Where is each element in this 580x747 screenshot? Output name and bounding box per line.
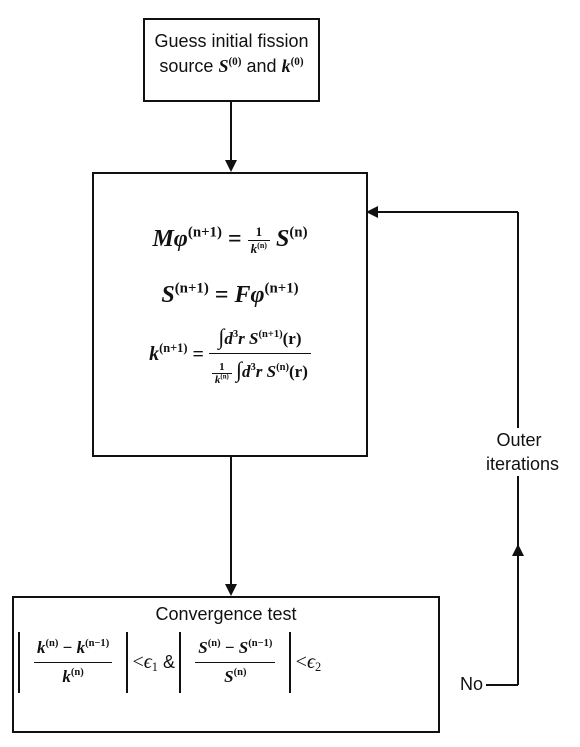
arrowhead-left <box>366 206 378 218</box>
k-convergence-term: k(n) − k(n−1) k(n) <box>18 632 129 693</box>
start-s0: S(0) <box>218 55 242 76</box>
arrowhead-down-1 <box>225 160 237 172</box>
outer-iterations-label: Outer iterations <box>486 428 560 476</box>
convergence-title: Convergence test <box>155 604 297 624</box>
arrowhead-up <box>512 544 524 556</box>
start-box: Guess initial fission source S(0) and k(… <box>143 18 320 102</box>
start-k0: k(0) <box>281 55 304 76</box>
start-and-text: and <box>246 56 277 76</box>
no-label: No <box>458 674 486 695</box>
equation-source: S(n+1) = Fφ(n+1) <box>161 280 299 308</box>
convergence-box: Convergence test k(n) − k(n−1) k(n) <ϵ1 … <box>12 596 440 733</box>
s-convergence-term: S(n) − S(n−1) S(n) <box>179 632 292 693</box>
arrowhead-down-2 <box>225 584 237 596</box>
convergence-criteria: k(n) − k(n−1) k(n) <ϵ1 & S(n) − S(n−1) <box>18 632 442 693</box>
equation-eigenvalue: k(n+1) = ∫d3r S(n+1)(r) 1 k(n) ∫d3r S(n)… <box>94 324 366 386</box>
equation-flux: Mφ(n+1) = 1 k(n) S(n) <box>152 224 308 256</box>
start-line-1: Guess initial fission <box>154 31 309 51</box>
iteration-box: Mφ(n+1) = 1 k(n) S(n) S(n+1) = Fφ(n+1) k… <box>92 172 368 457</box>
start-source-text: source <box>159 56 214 76</box>
start-line-2: source S(0) and k(0) <box>145 56 318 77</box>
